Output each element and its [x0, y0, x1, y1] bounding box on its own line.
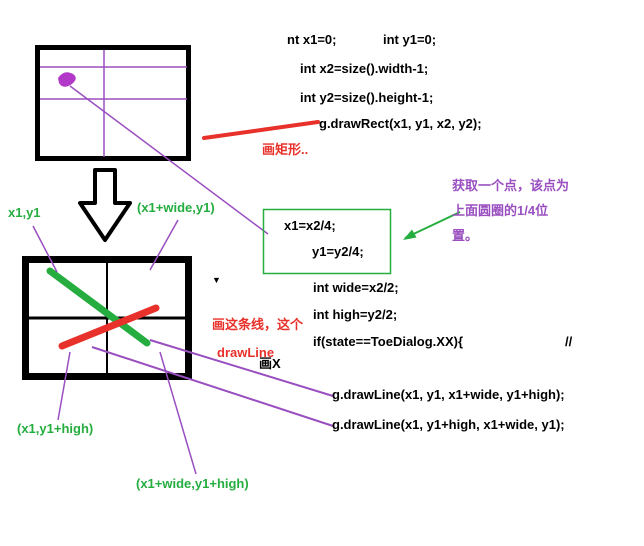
label-connector-bottom-right — [159, 351, 197, 475]
down-arrow-icon — [78, 168, 132, 242]
code-mid-line3: if(state==ToeDialog.XX){ — [313, 334, 464, 349]
code-mid-line3-comment: // — [565, 334, 573, 349]
corner-label-top-left: x1,y1 — [8, 205, 41, 220]
code-top-line1-left: nt x1=0; — [287, 32, 337, 47]
label-connector-top-left — [32, 225, 58, 273]
corner-label-top-right: (x1+wide,y1) — [137, 200, 215, 215]
code-top-line1-right: int y1=0; — [383, 32, 437, 47]
code-top-line4: g.drawRect(x1, y1, x2, y2); — [319, 116, 482, 131]
drawline2-connector-line — [91, 346, 334, 427]
code-top-line2: int x2=size().width-1; — [300, 61, 429, 76]
draw-line-note-line1: 画这条线，这个 — [212, 317, 304, 332]
green-box-line2: y1=y2/4; — [312, 244, 364, 259]
corner-label-bottom-left: (x1,y1+high) — [17, 421, 94, 436]
purple-note-line3: 置。 — [452, 228, 479, 243]
triangle-marker-icon: ▼ — [212, 275, 221, 285]
drawline1-connector-line — [149, 339, 334, 397]
purple-note-line2: 上面圆圈的1/4位 — [452, 203, 549, 218]
draw-x-note: 画X — [259, 356, 281, 371]
code-bottom-line1: g.drawLine(x1, y1, x1+wide, y1+high); — [332, 387, 565, 402]
green-code-box — [262, 208, 392, 275]
label-connector-bottom-left — [57, 351, 71, 421]
code-mid-line2: int high=y2/2; — [313, 307, 398, 322]
purple-scribble-mark — [58, 72, 76, 87]
code-mid-line1: int wide=x2/2; — [313, 280, 399, 295]
code-top-line3: int y2=size().height-1; — [300, 90, 434, 105]
green-note-arrowhead-icon — [403, 229, 417, 240]
drawrect-pointer-line — [202, 120, 320, 140]
green-x-diagonal-line — [46, 267, 151, 347]
corner-label-bottom-right: (x1+wide,y1+high) — [136, 476, 249, 491]
purple-note-line1: 获取一个点，该点为 — [452, 178, 570, 193]
top-rectangle — [35, 45, 191, 161]
bottom-rectangle — [22, 256, 192, 380]
draw-line-note-line2: drawLine — [217, 345, 275, 360]
red-x-diagonal-line — [58, 304, 160, 350]
code-bottom-line2: g.drawLine(x1, y1+high, x1+wide, y1); — [332, 417, 565, 432]
green-box-line1: x1=x2/4; — [284, 218, 336, 233]
label-connector-top-right — [149, 219, 179, 271]
quarter-point-connector-line — [69, 85, 269, 235]
draw-rect-note: 画矩形.. — [262, 142, 309, 157]
